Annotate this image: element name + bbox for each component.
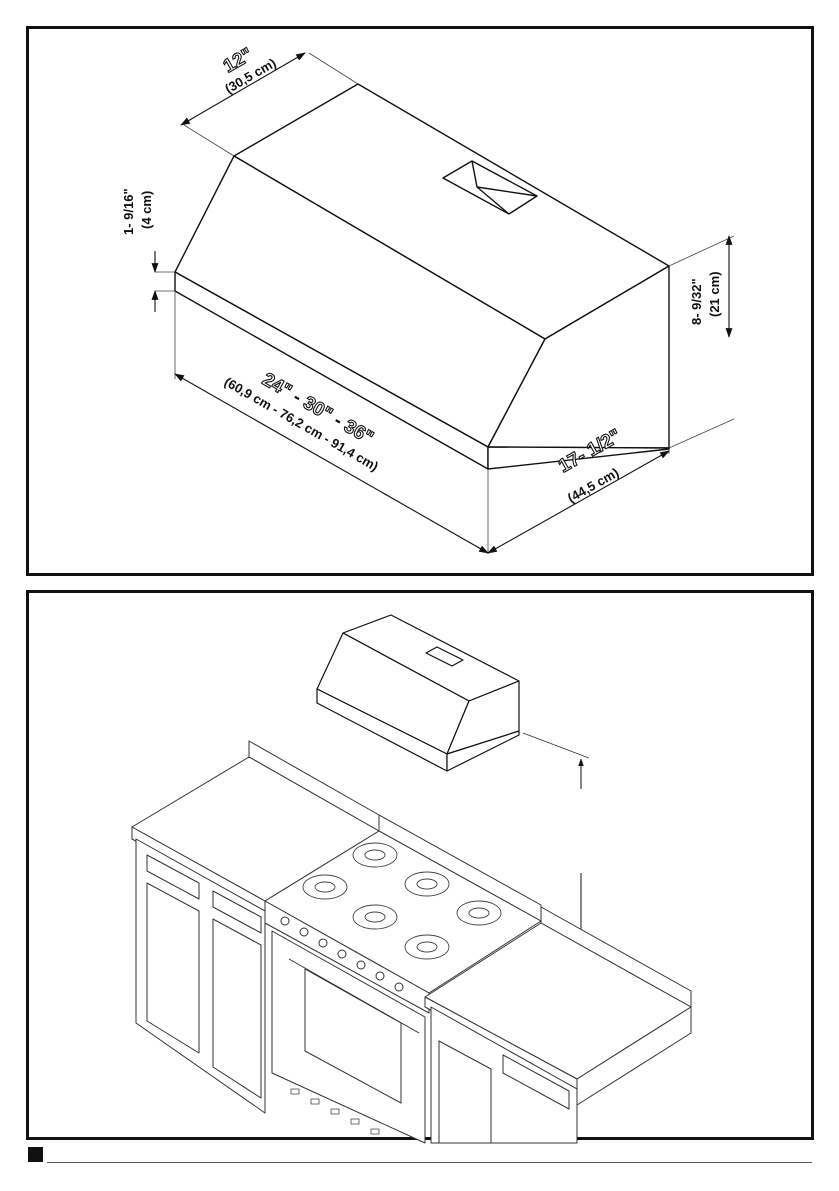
range-knob <box>338 950 346 958</box>
range-knob <box>281 917 289 925</box>
lip-label: 1- 9/16" (4 cm) <box>121 188 154 235</box>
installation-illustration-panel <box>26 590 814 1140</box>
hood-dimensions-panel: 12" (30,5 cm) 1- 9/16" (4 cm) 8- 9/32" (… <box>26 26 814 576</box>
range-knob <box>300 928 308 936</box>
range-knob <box>357 961 365 969</box>
height-label: 8- 9/32" (21 cm) <box>689 271 722 325</box>
page-marker-square <box>28 1147 43 1162</box>
lip-inches: 1- 9/16" <box>121 188 136 235</box>
hood-illustration <box>317 615 519 771</box>
range-knob <box>376 972 384 980</box>
height-cm: (21 cm) <box>707 271 722 317</box>
range-knob <box>395 983 403 991</box>
hood-dimension-drawing: 12" (30,5 cm) 1- 9/16" (4 cm) 8- 9/32" (… <box>29 29 817 579</box>
footer-rule <box>47 1162 812 1163</box>
hood-outline <box>175 84 669 469</box>
installation-illustration <box>29 593 817 1143</box>
height-inches: 8- 9/32" <box>689 278 704 325</box>
range-knob <box>319 939 327 947</box>
depth-label: 12" (30,5 cm) <box>211 36 278 96</box>
lip-cm: (4 cm) <box>139 191 154 229</box>
